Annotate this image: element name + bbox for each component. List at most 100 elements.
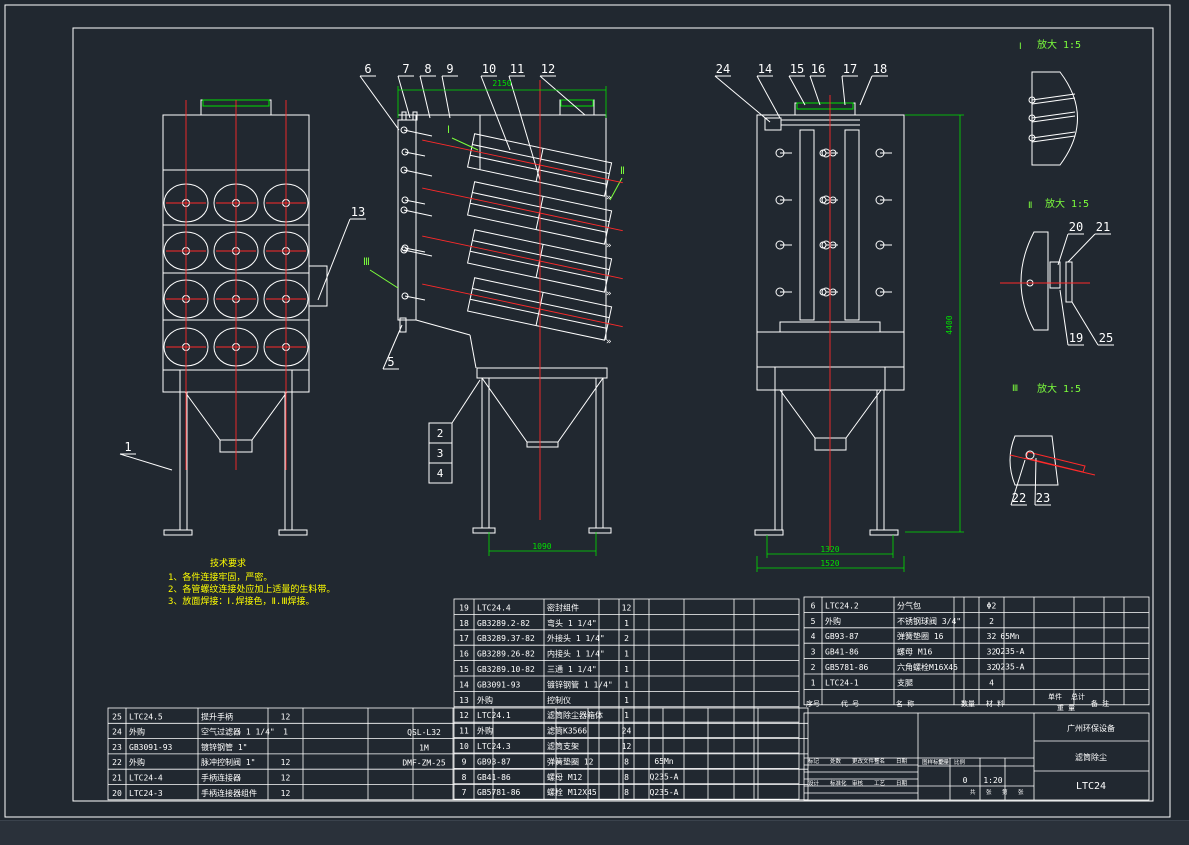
balloon-number: 3 xyxy=(437,447,444,460)
table-cell: 9 xyxy=(462,757,467,766)
table-cell: 滤筒支架 xyxy=(547,741,579,751)
table-cell: GB41-86 xyxy=(477,773,511,782)
line xyxy=(359,75,400,131)
table-cell: 12 xyxy=(281,758,291,767)
table-header: 材 料 xyxy=(986,699,1004,708)
balloon-number: 15 xyxy=(790,62,804,76)
balloon-number: 2 xyxy=(437,427,444,440)
table-cell: 32 xyxy=(987,663,997,672)
table-cell: 65Mn xyxy=(654,757,673,766)
title-label: 张 xyxy=(1018,788,1024,796)
balloon-number: 5 xyxy=(387,355,394,369)
table-cell: 23 xyxy=(112,743,122,752)
table-cell: 11 xyxy=(459,727,469,736)
table-header: 序号 xyxy=(806,699,820,708)
rect xyxy=(163,529,193,536)
balloon-number: 12 xyxy=(541,62,555,76)
title-block xyxy=(803,712,1150,801)
table-cell: 21 xyxy=(112,774,122,783)
line xyxy=(441,75,451,119)
line xyxy=(369,269,399,289)
table-cell: 17 xyxy=(459,634,469,643)
table-header: 数量 xyxy=(961,699,975,708)
balloon-number: 23 xyxy=(1036,491,1050,505)
balloon-number: 16 xyxy=(811,62,825,76)
balloon-number: 18 xyxy=(873,62,887,76)
line xyxy=(451,137,479,151)
balloon-number: 9 xyxy=(446,62,453,76)
line xyxy=(403,249,433,257)
circle xyxy=(400,166,408,174)
rect xyxy=(428,462,453,484)
line xyxy=(403,169,433,177)
table-cell: GB3289.26-82 xyxy=(477,650,535,659)
table-cell: 12 xyxy=(281,789,291,798)
table-header: 重 量 xyxy=(1057,704,1075,712)
table-cell: 14 xyxy=(459,680,469,689)
rect xyxy=(869,529,899,536)
rect xyxy=(764,117,782,131)
rect xyxy=(472,527,496,534)
circle xyxy=(1025,450,1035,460)
table-cell: 1 xyxy=(624,696,629,705)
table-cell: 三通 1 1/4" xyxy=(547,664,597,674)
line xyxy=(841,75,846,106)
table-cell: 3 xyxy=(811,648,816,657)
circle xyxy=(819,288,827,296)
table-cell: 8 xyxy=(462,773,467,782)
line xyxy=(422,187,623,232)
table-cell: LTC24-1 xyxy=(825,678,859,687)
table-header: 单件 xyxy=(1048,692,1062,701)
circle xyxy=(819,241,827,249)
title-label: 日期 xyxy=(896,780,908,787)
table-cell: 12 xyxy=(281,712,291,721)
line xyxy=(119,453,173,471)
table-cell: 支腿 xyxy=(897,677,913,687)
table-cell: LTC24.2 xyxy=(825,601,859,610)
text-label: » xyxy=(606,193,611,203)
polyline xyxy=(779,389,882,439)
table-cell: 弯头 1 1/4" xyxy=(547,618,597,628)
line xyxy=(317,218,351,301)
table-cell: 10 xyxy=(459,742,469,751)
line xyxy=(859,75,873,106)
table-cell: 8 xyxy=(624,757,629,766)
line xyxy=(422,283,623,328)
line xyxy=(382,324,403,370)
title-label: 第 xyxy=(1002,788,1008,796)
rect xyxy=(308,265,328,307)
filter-cartridge-row xyxy=(466,277,613,341)
table-cell: 4 xyxy=(989,678,994,687)
polyline xyxy=(481,377,604,443)
table-cell: GB3289.10-82 xyxy=(477,665,535,674)
table-cell: 螺母 M12 xyxy=(547,772,582,782)
table-cell: 镀锌钢管 1 1/4" xyxy=(547,679,613,689)
table-cell: 外购 xyxy=(825,616,841,626)
table-cell: Q235-A xyxy=(650,788,679,797)
rect xyxy=(756,114,905,333)
table-cell: 外购 xyxy=(129,727,145,737)
table-cell: 脉冲控制阀 1" xyxy=(201,757,255,767)
table-cell: GB3091-93 xyxy=(477,680,521,689)
table-cell: GB93-87 xyxy=(825,632,859,641)
view-mark: Ⅰ xyxy=(447,125,450,136)
table-cell: 2 xyxy=(811,663,816,672)
line xyxy=(422,235,623,280)
table-header: 总计 xyxy=(1071,692,1085,701)
line xyxy=(508,75,541,181)
table-cell: 4 xyxy=(811,632,816,641)
table-cell: 7 xyxy=(462,788,467,797)
table-cell: 手柄连接器 xyxy=(201,773,241,783)
line xyxy=(1031,97,1076,105)
table-cell: 1 xyxy=(624,711,629,720)
circle xyxy=(401,292,409,300)
rect xyxy=(803,596,1150,706)
circle xyxy=(401,148,409,156)
detail-mark: Ⅲ xyxy=(1012,384,1018,394)
detail-1-outline xyxy=(1031,71,1078,166)
table-parts-middle xyxy=(453,598,800,800)
table-cell: 1M xyxy=(419,743,429,752)
table-cell: LTC24-4 xyxy=(129,774,163,783)
title-label: 更改文件号 xyxy=(852,757,880,765)
